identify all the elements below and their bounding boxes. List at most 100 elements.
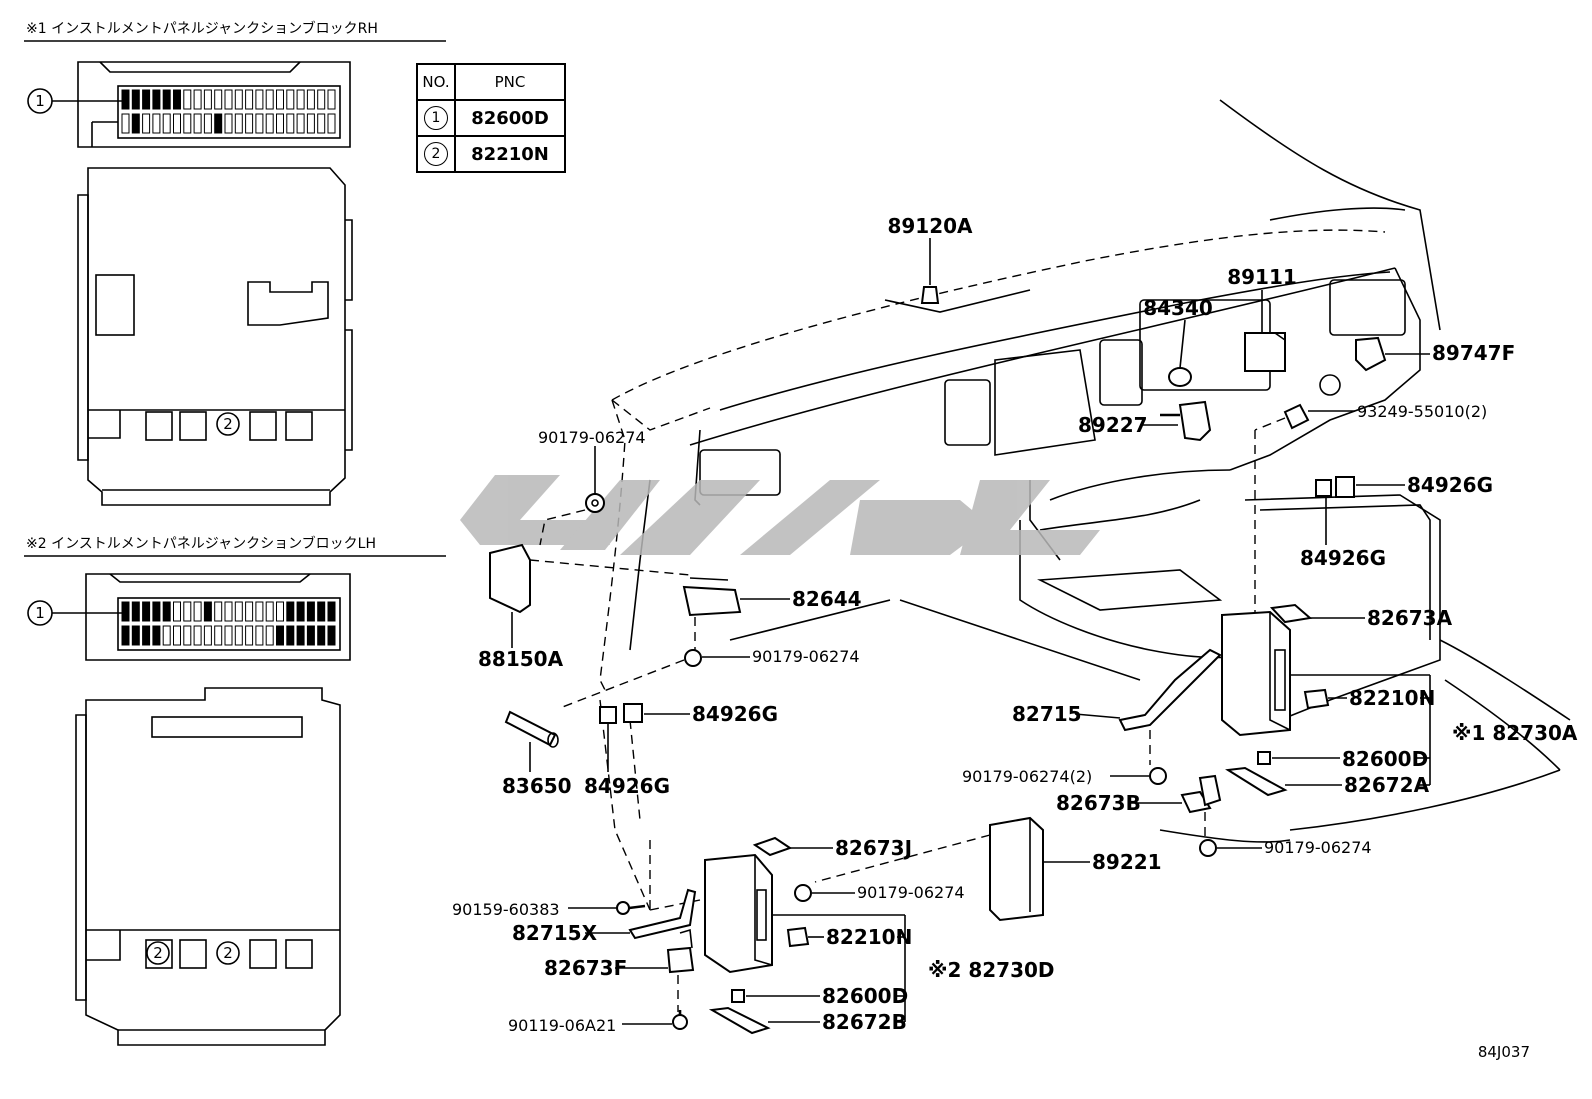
svg-text:90159-60383: 90159-60383	[452, 900, 560, 919]
lh-block-top-view	[85, 573, 351, 661]
svg-text:※2 82730D: ※2 82730D	[928, 958, 1055, 982]
fuse-cell	[296, 113, 305, 134]
fuse-cell	[327, 625, 336, 646]
fuse-cell	[276, 113, 284, 134]
svg-text:82715X: 82715X	[512, 921, 598, 945]
part-84340: 84340	[1143, 296, 1213, 387]
rh-block-top-view	[77, 61, 351, 148]
fuse-cell	[173, 113, 181, 134]
fuse-cell	[286, 113, 295, 134]
part-90159-bolt: 90159-60383	[452, 900, 646, 919]
fuse-cell	[224, 113, 233, 134]
fuse-cell	[162, 601, 171, 622]
svg-text:84926G: 84926G	[584, 774, 670, 798]
fuse-cell	[214, 89, 223, 110]
svg-text:82673A: 82673A	[1367, 606, 1453, 630]
fuse-cell	[173, 625, 181, 646]
fuse-cell	[317, 601, 326, 622]
callout-2-lh-b: 2	[216, 941, 240, 965]
fuse-cell	[214, 601, 223, 622]
part-84926G-lower: 84926G 84926G	[584, 702, 778, 798]
watermark-logo	[460, 475, 1100, 555]
fuse-cell	[286, 89, 295, 110]
part-88150A: 88150A	[478, 543, 691, 671]
fuse-cell	[286, 625, 295, 646]
pnc-table: NO. PNC 1 82600D 2 82210N	[416, 63, 566, 173]
part-82600D-rh: 82600D	[1257, 747, 1430, 771]
fuse-cell	[306, 113, 315, 134]
pnc-row-code: 82600D	[454, 99, 566, 137]
fuse-cell	[245, 89, 254, 110]
svg-text:82672A: 82672A	[1344, 773, 1430, 797]
fuse-cell	[131, 113, 140, 134]
pnc-row-no: 1	[416, 99, 456, 137]
fuse-cell	[317, 89, 326, 110]
fuse-cell	[183, 89, 192, 110]
part-90179-d: 90179-06274	[1199, 838, 1372, 857]
svg-text:2: 2	[223, 944, 233, 962]
svg-text:90179-06274: 90179-06274	[752, 647, 860, 666]
fuse-cell	[234, 113, 243, 134]
fuse-cell	[255, 89, 264, 110]
part-90179-a: 90179-06274	[538, 428, 646, 546]
pnc-table-row: 1 82600D	[416, 99, 566, 137]
fuse-cell	[142, 113, 151, 134]
fuse-cell	[183, 625, 192, 646]
part-82672B: 82672B	[708, 1006, 907, 1035]
lh-block-body	[75, 687, 341, 1046]
svg-text:84926G: 84926G	[1407, 473, 1493, 497]
dashboard-outline	[599, 99, 1571, 911]
svg-text:82644: 82644	[792, 587, 862, 611]
part-84926G-upper: 84926G 84926G	[1300, 473, 1493, 570]
section-lh-title: ※2 インストルメントパネルジャンクションブロックLH	[26, 535, 376, 552]
fuse-cell	[193, 625, 202, 646]
fuse-cell	[162, 89, 171, 110]
fuse-cell	[265, 89, 274, 110]
fuse-cell	[234, 89, 243, 110]
svg-text:84926G: 84926G	[692, 702, 778, 726]
fuse-cell	[255, 113, 264, 134]
fuse-cell	[121, 113, 130, 134]
pnc-row-no-value: 1	[424, 106, 448, 130]
svg-text:89221: 89221	[1092, 850, 1162, 874]
fuse-cell	[245, 113, 254, 134]
fuse-cell	[255, 625, 264, 646]
fuse-cell	[265, 625, 274, 646]
fuse-cell	[224, 89, 233, 110]
fuse-cell	[152, 625, 161, 646]
footer-code: 84J037	[1478, 1043, 1530, 1061]
fuse-cell	[245, 625, 254, 646]
callout-1-lh: 1	[27, 600, 122, 626]
part-82673F: 82673F	[544, 928, 695, 1012]
svg-text:90179-06274: 90179-06274	[857, 883, 965, 902]
fuse-cell	[234, 601, 243, 622]
svg-text:84340: 84340	[1143, 296, 1213, 320]
svg-text:1: 1	[35, 92, 45, 110]
svg-text:1: 1	[35, 604, 45, 622]
part-89111: 89111	[1227, 265, 1297, 372]
part-82672A: 82672A	[1225, 766, 1430, 797]
rh-block-body	[77, 167, 353, 506]
fuse-cell	[286, 601, 295, 622]
svg-text:82672B: 82672B	[822, 1010, 907, 1034]
part-82673A: 82673A	[1269, 603, 1453, 630]
fuse-cell	[306, 601, 315, 622]
part-89747F: 89747F	[1355, 336, 1515, 372]
fuse-cell	[193, 89, 202, 110]
part-90179-c: 90179-06274(2)	[962, 767, 1167, 786]
part-93249-bolt: 93249-55010(2)	[1254, 402, 1487, 615]
fuse-cell	[203, 113, 212, 134]
svg-text:90179-06274: 90179-06274	[538, 428, 646, 447]
svg-text:88150A: 88150A	[478, 647, 564, 671]
fuse-cell	[131, 89, 140, 110]
pnc-header-pnc: PNC	[454, 63, 566, 101]
part-82673J: 82673J	[752, 836, 912, 860]
part-90179-b: 90179-06274	[559, 647, 860, 709]
fuse-cell	[131, 601, 140, 622]
fuse-cell	[142, 601, 151, 622]
pnc-table-header: NO. PNC	[416, 63, 566, 101]
fuse-cell	[265, 601, 274, 622]
part-90179-e: 90179-06274	[794, 883, 965, 902]
fuse-cell	[203, 601, 212, 622]
fuse-cell	[224, 625, 233, 646]
